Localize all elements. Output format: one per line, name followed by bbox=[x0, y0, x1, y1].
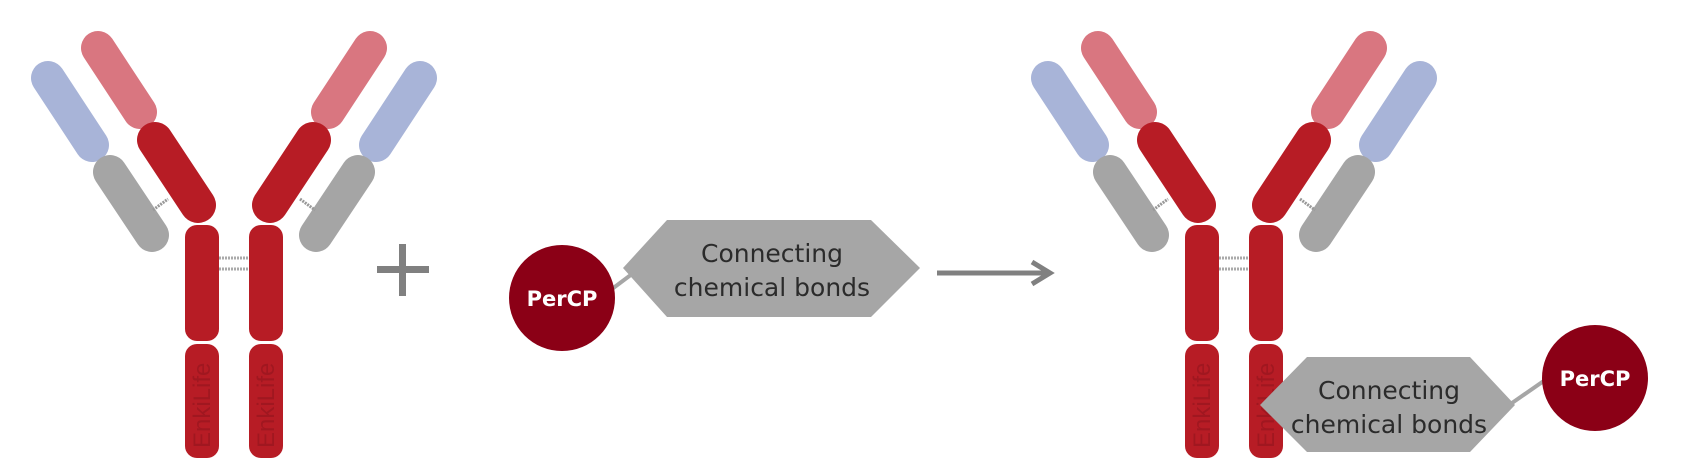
antibody-left: EnkiLife EnkiLife bbox=[48, 48, 420, 458]
percp-label: PerCP bbox=[1560, 367, 1631, 391]
percp-label: PerCP bbox=[527, 287, 598, 311]
linker-hexagon bbox=[1260, 357, 1515, 452]
linker-hexagon bbox=[623, 220, 920, 317]
watermark-text: EnkiLife bbox=[189, 363, 216, 448]
percp-reagent: Connecting chemical bonds PerCP bbox=[509, 220, 920, 351]
arrow-right-icon bbox=[937, 259, 1055, 287]
percp-circle bbox=[1542, 325, 1648, 431]
plus-icon bbox=[377, 244, 429, 296]
linker-label-line1: Connecting bbox=[1318, 376, 1460, 405]
percp-circle bbox=[509, 245, 615, 351]
linker-label-line1: Connecting bbox=[701, 239, 843, 268]
watermark-text: EnkiLife bbox=[1189, 363, 1216, 448]
watermark-text: EnkiLife bbox=[253, 363, 280, 448]
linker-label-line2: chemical bonds bbox=[1291, 410, 1487, 439]
linker-label-line2: chemical bonds bbox=[674, 273, 870, 302]
antibody-conjugated: EnkiLife EnkiLife Connecting chemical bo… bbox=[1048, 48, 1648, 458]
